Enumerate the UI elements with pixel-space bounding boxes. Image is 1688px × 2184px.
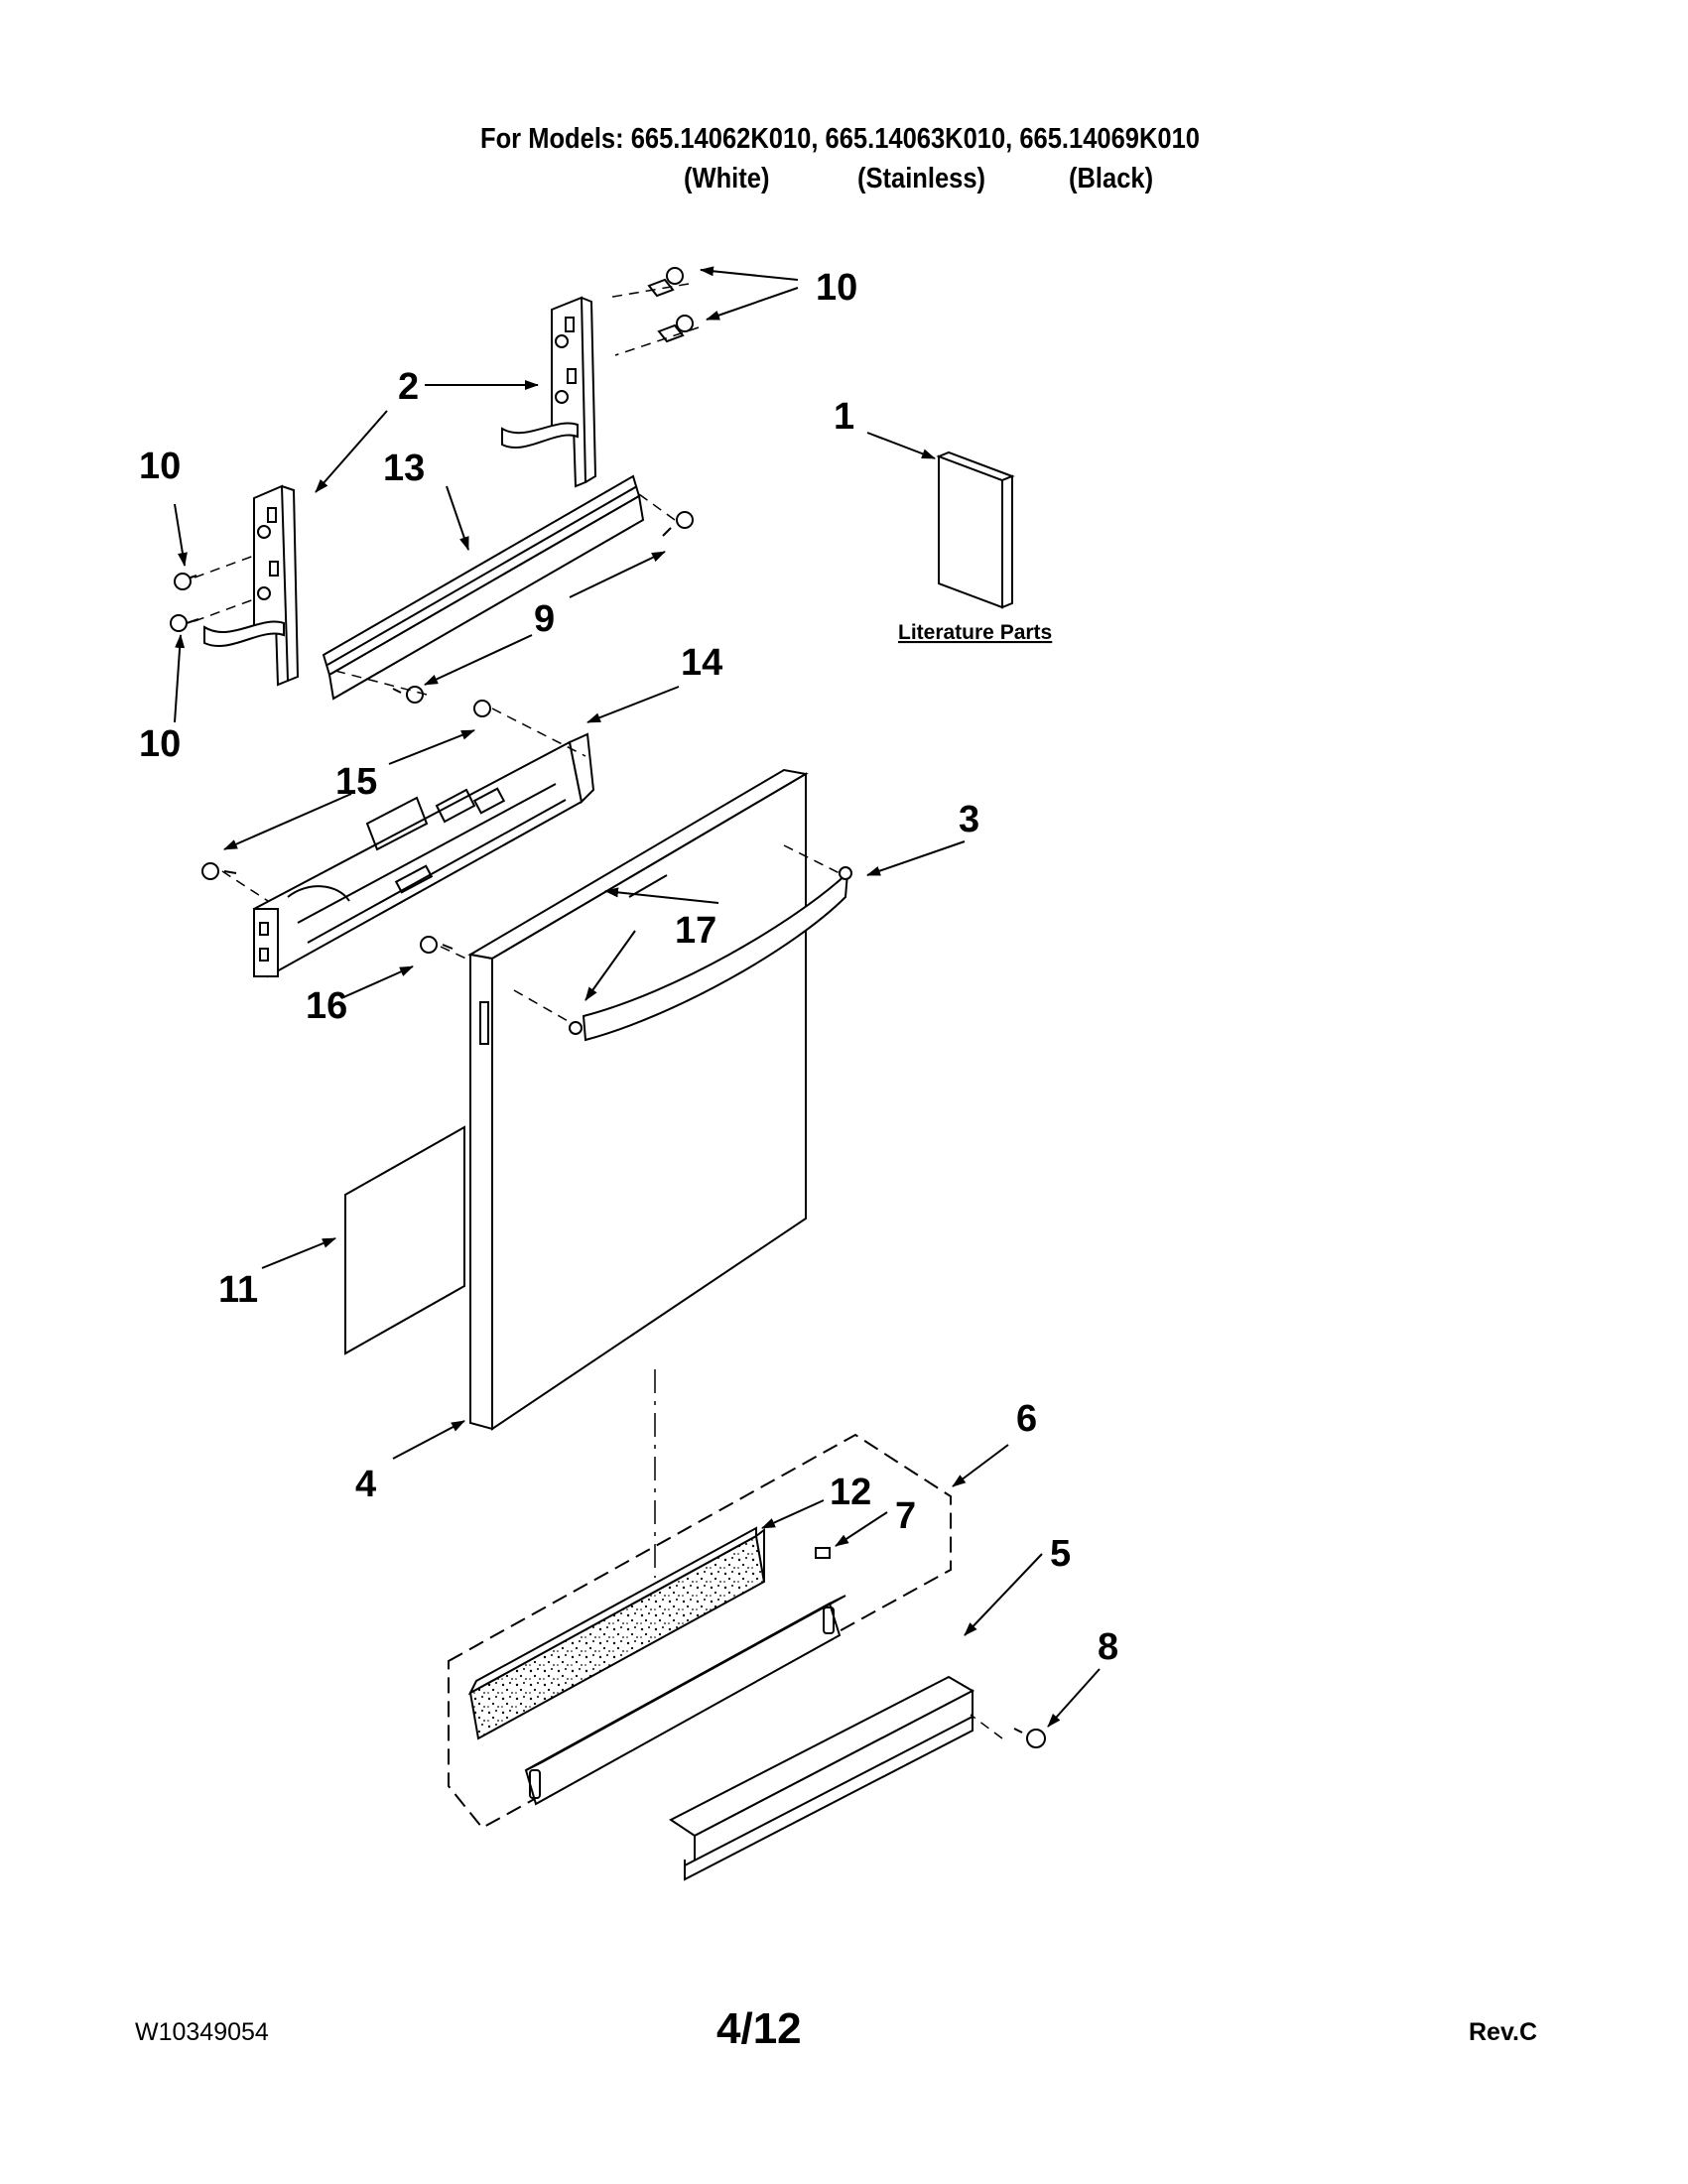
leader-arrows [174,266,1101,1728]
variant-black: (Black) [1069,163,1154,194]
models-title: For Models: 665.14062K010, 665.14063K010… [480,123,1200,155]
callout-10-left-lower: 10 [139,723,181,765]
toe-kick-clip [815,1547,831,1559]
callout-10-left-upper: 10 [139,446,181,487]
callout-14: 14 [681,642,722,684]
callout-1: 1 [834,396,854,438]
callout-8: 8 [1098,1626,1118,1668]
alignment-lines [194,283,1003,1739]
door-handle [582,870,849,1042]
callout-13: 13 [383,448,425,489]
callout-16: 16 [306,985,347,1027]
document-number: W10349054 [135,2018,269,2046]
outer-door-panel [467,768,809,1431]
page-number: 4/12 [716,2004,802,2053]
callout-4: 4 [355,1464,376,1505]
hinge-bracket-right [501,296,597,488]
revision-label: Rev.C [1469,2018,1538,2046]
callout-2: 2 [398,366,419,408]
insulation-sheet [344,1125,465,1355]
foam-block [467,1526,766,1740]
callout-11: 11 [218,1269,258,1311]
literature-booklet [936,450,1015,609]
toe-panel [524,1595,846,1806]
variant-white: (White) [684,163,770,194]
callout-6: 6 [1016,1398,1037,1440]
callout-7: 7 [895,1495,916,1537]
vent-assembly [252,732,595,978]
toe-kick-group-box [448,1433,952,1830]
callout-9: 9 [534,598,555,640]
callout-3: 3 [959,799,979,840]
literature-parts-label: Literature Parts [898,621,1052,644]
lower-toe-plate [669,1675,975,1881]
screws [170,267,1046,1748]
callout-10-top: 10 [816,267,857,309]
callout-12: 12 [830,1472,871,1513]
vent-channel [322,474,645,701]
callout-5: 5 [1050,1533,1071,1575]
variant-stainless: (Stainless) [857,163,986,194]
callout-17: 17 [675,910,716,952]
callout-15: 15 [335,761,377,803]
hinge-bracket-left [203,484,300,687]
